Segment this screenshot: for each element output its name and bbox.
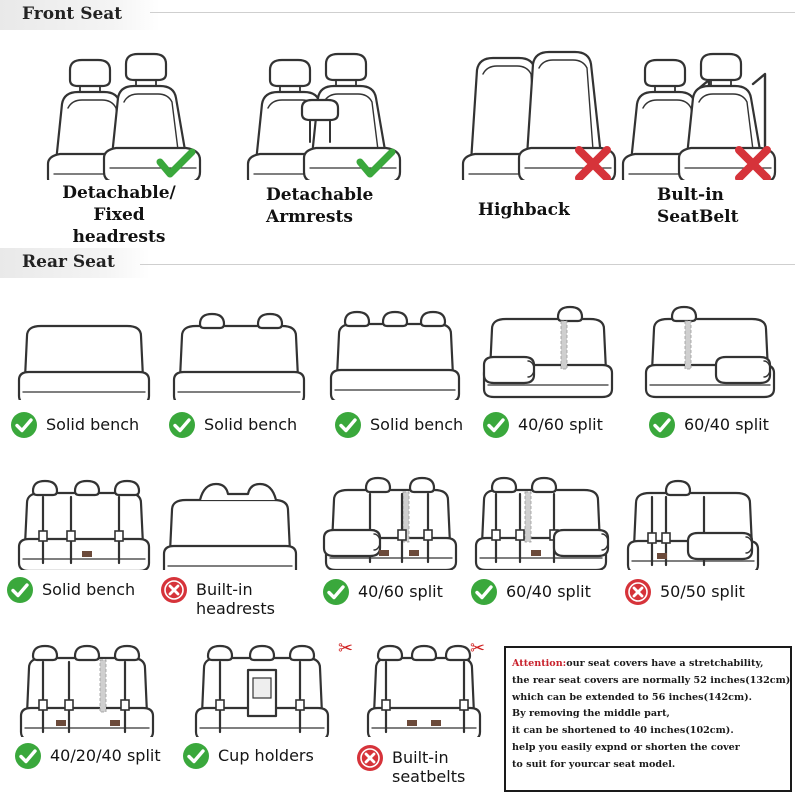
check-icon [322, 578, 350, 606]
rear-label-9: 60/40 split [470, 578, 591, 606]
rear-seat-divider [140, 264, 795, 265]
front-label-highback: Highback [478, 200, 570, 220]
front-seat-divider [150, 12, 795, 13]
attention-line-5: help you easily expnd or shorten the cov… [512, 741, 740, 753]
front-label-armrests: Detachable Armrests [266, 185, 374, 227]
attention-line-2: which can be extended to 56 inches(142cm… [512, 691, 752, 703]
cross-icon [160, 576, 188, 604]
attention-line-3: By removing the middle part, [512, 708, 670, 720]
rear-label-6: Solid bench [6, 576, 135, 604]
check-icon [168, 411, 196, 439]
rear-seat-built-in-seatbelts-icon [360, 632, 490, 737]
check-icon [6, 576, 34, 604]
attention-line-4: it can be shortened to 40 inches(102cm). [512, 725, 734, 737]
front-label-seatbelt: Bult-in SeatBelt [657, 185, 739, 227]
scissors-left-icon: ✂ [338, 638, 354, 659]
rear-label-3: Solid bench [334, 411, 463, 439]
rear-seat-solid-bench-1-icon [15, 300, 155, 400]
cross-icon [624, 578, 652, 606]
rear-seat-50-50-icon [622, 465, 767, 570]
check-icon [482, 411, 510, 439]
rear-label-12: Cup holders [182, 742, 314, 770]
cross-icon [356, 744, 384, 772]
rear-label-5: 60/40 split [648, 411, 769, 439]
rear-seat-40-20-40-icon [15, 632, 160, 737]
front-seat-section-title: Front Seat [0, 0, 160, 30]
check-icon [182, 742, 210, 770]
rear-seat-solid-bench-2-icon [170, 300, 310, 400]
attention-line-0: Attention:our seat covers have a stretch… [512, 658, 764, 669]
rear-seat-40-60-icon [478, 295, 618, 400]
attention-line-6: to suit for yourcar seat model. [512, 758, 676, 770]
rear-seat-cup-holders-icon [190, 632, 335, 737]
check-icon [648, 411, 676, 439]
rear-seat-60-40-icon [640, 295, 780, 400]
front-seats-seatbelt-icon [615, 30, 790, 180]
front-seats-headrest-icon [40, 30, 215, 180]
attention-heading: Attention: [512, 658, 567, 669]
rear-seat-60-40-belts-icon [470, 462, 615, 570]
check-icon [334, 411, 362, 439]
rear-label-13: Built-in seatbelts [356, 744, 465, 786]
rear-label-8: 40/60 split [322, 578, 443, 606]
rear-seat-built-in-headrests-icon [160, 470, 300, 570]
rear-seat-solid-bench-3-icon [325, 300, 465, 400]
check-icon [470, 578, 498, 606]
check-icon [10, 411, 38, 439]
rear-label-1: Solid bench [10, 411, 139, 439]
rear-label-11: 40/20/40 split [14, 742, 161, 770]
front-seats-highback-icon [455, 30, 630, 180]
attention-note: Attention:our seat covers have a stretch… [504, 646, 792, 792]
rear-label-2: Solid bench [168, 411, 297, 439]
rear-seat-section-title: Rear Seat [0, 248, 150, 278]
attention-line-1: the rear seat covers are normally 52 inc… [512, 674, 791, 686]
rear-label-4: 40/60 split [482, 411, 603, 439]
rear-seat-40-60-belts-icon [318, 462, 463, 570]
rear-label-7: Built-in headrests [160, 576, 275, 618]
front-label-headrests: Detachable/ Fixed headrests [62, 183, 176, 247]
rear-seat-solid-bench-belts-icon [15, 465, 155, 570]
scissors-right-icon: ✂ [470, 638, 486, 659]
rear-label-10: 50/50 split [624, 578, 745, 606]
front-seats-armrest-icon [240, 30, 415, 180]
check-icon [14, 742, 42, 770]
